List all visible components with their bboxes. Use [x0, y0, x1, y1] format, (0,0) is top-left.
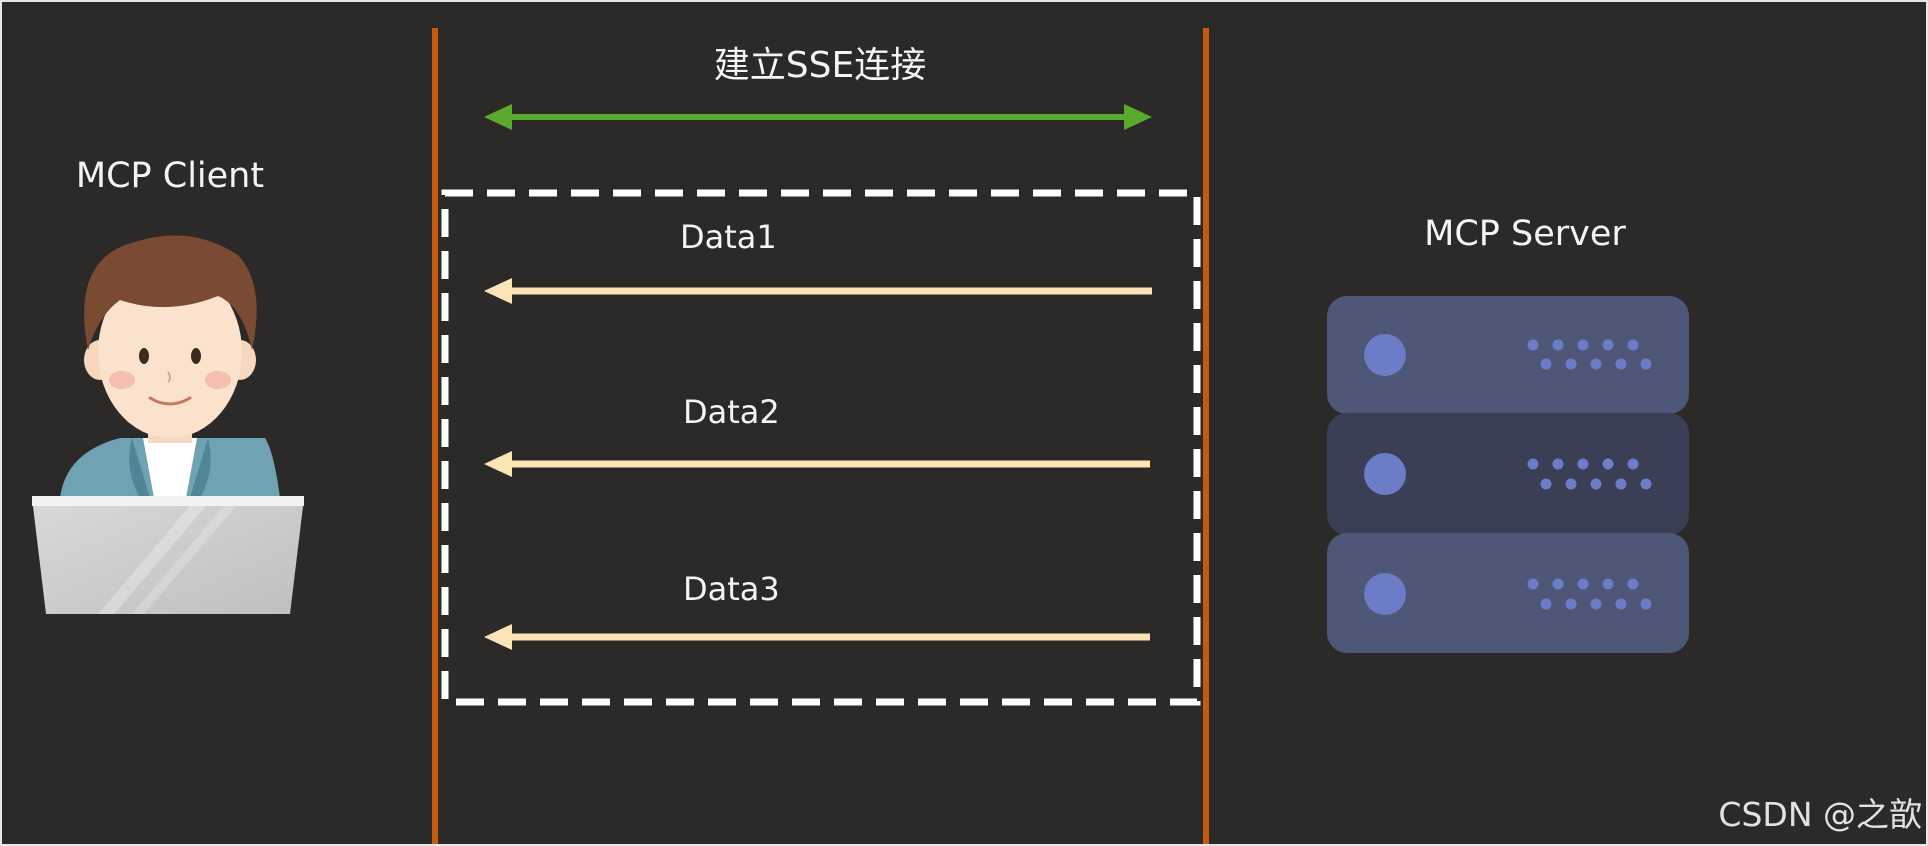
stream-dashed-box — [441, 189, 1201, 706]
server-rack-icon — [1327, 296, 1689, 653]
data1-label: Data1 — [680, 218, 777, 256]
connection-title: 建立SSE连接 — [713, 45, 927, 86]
data2-label: Data2 — [683, 393, 780, 431]
client-label: MCP Client — [75, 156, 265, 196]
sse-connection-arrow — [484, 104, 1152, 130]
server-label: MCP Server — [1424, 214, 1626, 254]
data3-arrow — [484, 624, 1150, 650]
data2-arrow — [484, 451, 1150, 477]
data3-label: Data3 — [683, 570, 780, 608]
data1-arrow — [484, 278, 1152, 304]
watermark: CSDN @之歆 — [1718, 795, 1922, 834]
person-at-laptop-icon — [32, 235, 304, 614]
